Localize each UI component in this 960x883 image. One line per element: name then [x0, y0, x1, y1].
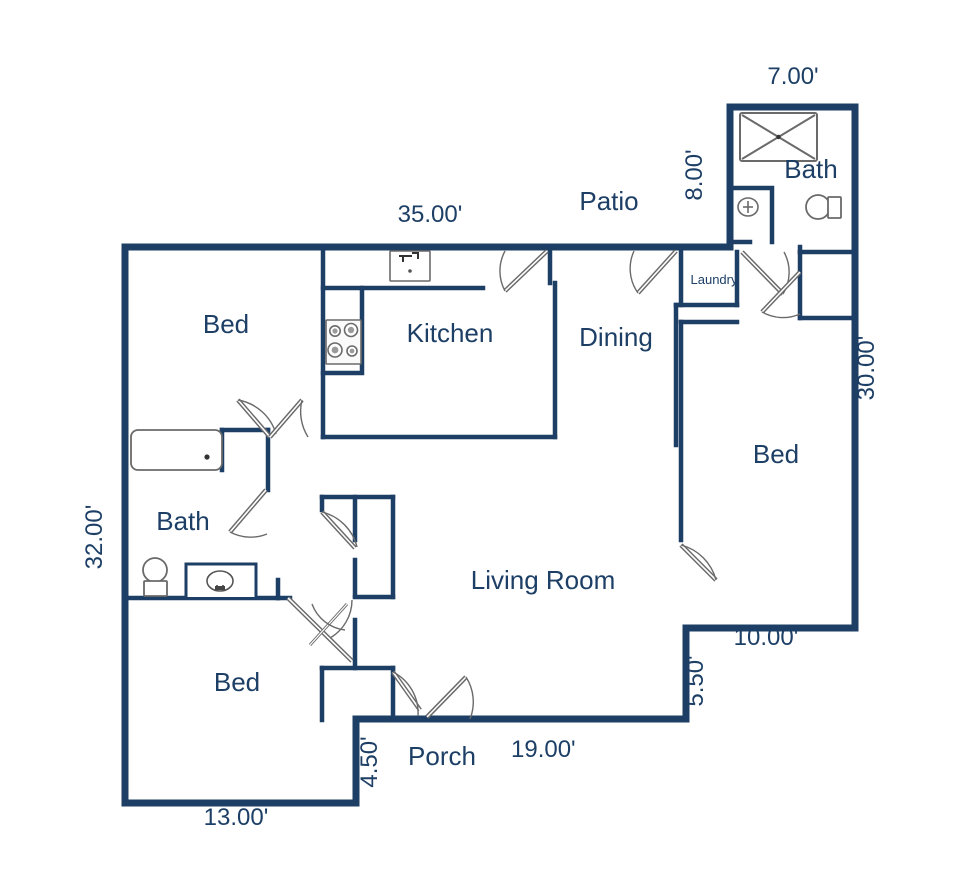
bathtub-icon: [130, 429, 223, 471]
dim-top-kitchen: 35.00': [398, 201, 463, 228]
room-label-porch: Porch: [408, 741, 476, 771]
doors: [228, 249, 802, 720]
dim-bed-right-bottom: 10.00': [734, 624, 799, 651]
door-bed-right: [679, 543, 718, 582]
dim-porch-4-5: 4.50': [356, 736, 383, 787]
interior-walls: [122, 185, 855, 723]
room-label-bed-bottom-left: Bed: [214, 667, 260, 697]
door-bath-left-hall: [268, 398, 309, 439]
exterior-walls: [121, 103, 859, 807]
room-label-living-room: Living Room: [471, 565, 616, 595]
wall-bath-sink-alcove: [730, 185, 775, 245]
toilet-icon: [805, 194, 842, 220]
door-bed-bottom-left: [391, 670, 422, 717]
shower-icon: [739, 112, 818, 162]
dim-living-bottom: 19.00': [511, 736, 576, 763]
door-closet-lower-b: [308, 602, 349, 647]
sink-icon: [737, 197, 759, 217]
dim-left-wall: 32.00': [81, 505, 108, 570]
wall-kitchen-stove-niche: [320, 285, 365, 376]
room-label-kitchen: Kitchen: [407, 318, 494, 348]
door-laundry: [629, 249, 678, 295]
sink-bowl-icon: [206, 570, 234, 592]
door-entry-porch: [425, 675, 474, 720]
toilet-icon: [142, 557, 168, 597]
room-label-bed-right: Bed: [753, 439, 799, 469]
door-closet-upper: [320, 510, 358, 550]
dim-bath-height: 8.00': [681, 149, 708, 200]
dimension-labels: 35.00' 7.00' 8.00' 30.00' 32.00' 10.00' …: [81, 63, 880, 831]
door-kitchen-patio: [499, 249, 549, 293]
room-label-bath-top-right: Bath: [784, 154, 838, 184]
fixtures: [130, 112, 842, 597]
room-labels: Bed Kitchen Dining Patio Laundry Bath Be…: [156, 154, 838, 771]
dim-bath-width: 7.00': [767, 63, 818, 90]
dim-bottom-left: 13.00': [204, 804, 269, 831]
kitchen-sink-icon: [389, 250, 431, 282]
room-label-bed-top-left: Bed: [203, 309, 249, 339]
dim-step-5-5: 5.50': [682, 655, 709, 706]
room-label-laundry: Laundry: [691, 272, 738, 287]
dim-right-wall: 30.00': [853, 336, 880, 401]
room-label-bath-left: Bath: [156, 506, 210, 536]
door-bath-top-right-b: [760, 270, 802, 319]
room-label-patio: Patio: [579, 186, 638, 216]
room-label-dining: Dining: [579, 322, 653, 352]
door-closet-lower-a: [286, 596, 354, 663]
stove-icon: [325, 319, 362, 365]
door-bath-left: [228, 488, 268, 538]
